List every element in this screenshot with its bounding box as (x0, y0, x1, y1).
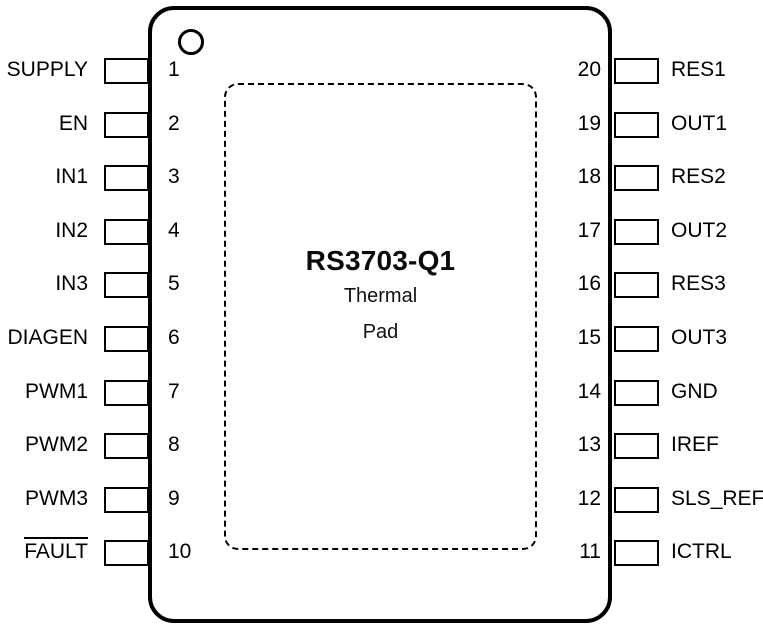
pin-lead-14 (614, 379, 659, 406)
pin-row: 20 RES1 (551, 58, 763, 84)
pin-lead-13 (614, 433, 659, 460)
pin-label-9: PWM3 (25, 486, 88, 510)
pin-row: 8 PWM2 (0, 433, 212, 460)
pin-label-2: EN (58, 111, 88, 135)
pin-lead-9 (104, 486, 149, 513)
pin-row: 14 GND (551, 379, 763, 406)
pin-lead-8 (104, 433, 149, 460)
pin-label-3: IN1 (55, 165, 88, 189)
pin-label-12: SLS_REF (671, 486, 763, 510)
pin-number-5: 5 (168, 272, 180, 296)
pin-label-18: RES2 (671, 165, 726, 189)
pin-label-10: FAULT (0, 537, 88, 567)
pin-number-8: 8 (168, 433, 180, 457)
pin-row: 19 OUT1 (551, 111, 763, 138)
pin-lead-17 (614, 218, 659, 245)
pin-row: 3 IN1 (0, 165, 212, 192)
pin-number-11: 11 (579, 540, 601, 564)
pin-number-17: 17 (577, 218, 601, 242)
pin-number-4: 4 (168, 218, 180, 242)
pin-label-20: RES1 (671, 58, 726, 81)
pin-lead-10 (104, 540, 149, 567)
pin-number-14: 14 (577, 379, 601, 403)
pin-label-13: IREF (671, 433, 719, 457)
pin-label-7: PWM1 (25, 379, 88, 403)
pin-1-indicator-icon (178, 29, 204, 55)
pin-number-20: 20 (577, 58, 601, 81)
pin-lead-7 (104, 379, 149, 406)
thermal-pad-label-line1: Thermal (343, 285, 418, 308)
pin-label-16: RES3 (671, 272, 726, 296)
pin-number-16: 16 (577, 272, 601, 296)
pin-number-6: 6 (168, 326, 180, 349)
pin-row: 12 SLS_REF (551, 486, 763, 513)
pin-label-5: IN3 (55, 272, 88, 296)
pin-label-14: GND (671, 379, 718, 403)
pin-lead-15 (614, 326, 659, 352)
pin-label-11: ICTRL (671, 540, 732, 564)
pin-number-15: 15 (577, 326, 601, 349)
pin-row: 17 OUT2 (551, 218, 763, 245)
pin-label-6: DIAGEN (7, 326, 88, 349)
pin-row: 11 ICTRL (551, 540, 763, 567)
pin-number-1: 1 (168, 58, 180, 81)
pin-lead-11 (614, 540, 659, 567)
pin-number-10: 10 (168, 540, 192, 564)
pin-lead-18 (614, 165, 659, 192)
pin-lead-19 (614, 111, 659, 138)
pin-number-12: 12 (577, 486, 601, 510)
pin-lead-20 (614, 58, 659, 84)
pin-lead-4 (104, 218, 149, 245)
pin-number-18: 18 (577, 165, 601, 189)
pin-lead-1 (104, 58, 149, 84)
pin-label-4: IN2 (55, 218, 88, 242)
pin-label-17: OUT2 (671, 218, 728, 242)
pin-label-15: OUT3 (671, 326, 728, 349)
pin-number-19: 19 (577, 111, 601, 135)
pin-lead-16 (614, 272, 659, 299)
thermal-pad-boundary (224, 83, 537, 550)
package-center-labels: RS3703-Q1 Thermal Pad (224, 246, 537, 347)
pin-number-2: 2 (168, 111, 180, 135)
part-number-label: RS3703-Q1 (305, 245, 456, 276)
active-low-overline: FAULT (24, 537, 88, 565)
pin-lead-2 (104, 111, 149, 138)
pin-row: 15 OUT3 (551, 326, 763, 352)
pin-row: 7 PWM1 (0, 379, 212, 406)
pin-lead-5 (104, 272, 149, 299)
thermal-pad-label-line2: Pad (362, 321, 399, 344)
pin-row: 13 IREF (551, 433, 763, 460)
pin-row: 9 PWM3 (0, 486, 212, 513)
pin-row: 4 IN2 (0, 218, 212, 245)
pin-row: 16 RES3 (551, 272, 763, 299)
pin-row: 1 SUPPLY (0, 58, 212, 84)
pin-row: 5 IN3 (0, 272, 212, 299)
pin-row: 6 DIAGEN (0, 326, 212, 352)
pin-number-9: 9 (168, 486, 180, 510)
pin-number-3: 3 (168, 165, 180, 189)
pin-number-7: 7 (168, 379, 180, 403)
pin-lead-3 (104, 165, 149, 192)
pin-label-1: SUPPLY (6, 58, 88, 81)
pin-lead-12 (614, 486, 659, 513)
pin-row: 2 EN (0, 111, 212, 138)
pin-label-8: PWM2 (25, 433, 88, 457)
pin-lead-6 (104, 326, 149, 352)
pin-number-13: 13 (577, 433, 601, 457)
pin-row: 10 FAULT (0, 537, 212, 567)
pin-label-19: OUT1 (671, 111, 728, 135)
pin-row: 18 RES2 (551, 165, 763, 192)
